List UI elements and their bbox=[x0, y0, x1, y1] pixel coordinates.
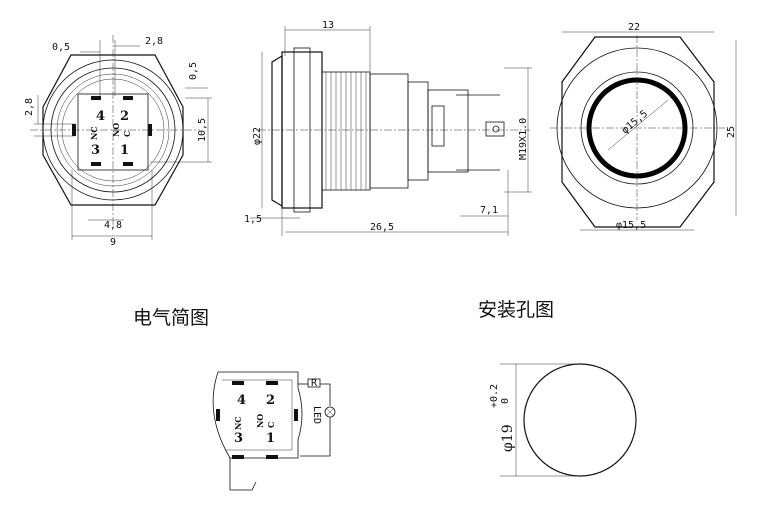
terminal-2-tab bbox=[123, 96, 133, 100]
hole-tol-plus: +0.2 bbox=[489, 384, 500, 408]
dim-2-8-left-text: 2,8 bbox=[24, 98, 35, 116]
dim-2-8-top-text: 2,8 bbox=[145, 36, 163, 47]
terminal-4-tab bbox=[91, 96, 101, 100]
side-flange bbox=[271, 54, 283, 208]
w-pin-1-label: 1 bbox=[266, 431, 275, 446]
side-rear-body bbox=[369, 73, 409, 189]
top-hex-outline bbox=[561, 36, 715, 228]
dim-4-8-text: 4,8 bbox=[104, 220, 122, 231]
dim-9-text: 9 bbox=[110, 237, 116, 248]
led-cross-2 bbox=[325, 407, 335, 417]
dim-13-text: 13 bbox=[322, 20, 334, 31]
w-nc-label: NC bbox=[233, 416, 243, 430]
terminal-3-tab bbox=[91, 162, 101, 166]
w-wire-ground bbox=[229, 458, 257, 491]
resistor-label: R bbox=[311, 378, 318, 389]
side-window bbox=[431, 105, 445, 147]
side-terminal-block bbox=[427, 89, 469, 173]
top-diameter-leader bbox=[607, 99, 669, 151]
led-right-tab bbox=[148, 124, 152, 136]
wiring-inner-outline bbox=[222, 379, 293, 451]
side-thread-lines bbox=[325, 72, 367, 190]
front-view: 4 2 3 1 NC NO C 0,5 2,8 0,5 2,8 10,5 4,8… bbox=[24, 35, 212, 248]
terminal-1-tab bbox=[123, 162, 133, 166]
w-pin-3-label: 3 bbox=[234, 431, 243, 446]
side-tab-hole bbox=[492, 125, 500, 133]
side-view: 13 φ22 M19X1.0 1,5 26,5 7,1 bbox=[244, 20, 532, 236]
dim-25-text: 25 bbox=[726, 126, 737, 138]
dim-0-5-right-text: 0,5 bbox=[188, 62, 199, 80]
dim-0-5-text: 0,5 bbox=[52, 42, 70, 53]
pin-2-label: 2 bbox=[120, 109, 129, 124]
w-pin-4-label: 4 bbox=[237, 393, 246, 408]
dim-15-5-text: φ15,5 bbox=[616, 220, 646, 231]
w-terminal-1 bbox=[266, 455, 278, 459]
hole-circle bbox=[523, 363, 637, 477]
dim-15-5-inner-text: φ15,5 bbox=[620, 109, 650, 137]
w-terminal-4 bbox=[232, 381, 244, 385]
pin-4-label: 4 bbox=[96, 109, 105, 124]
nc-label: NC bbox=[89, 126, 99, 140]
no-label: NO bbox=[111, 123, 121, 137]
dim-1-5-text: 1,5 bbox=[244, 214, 262, 225]
dim-10-5-text: 10,5 bbox=[197, 118, 208, 142]
hole-diameter-text: φ19 bbox=[500, 424, 516, 452]
wiring-diagram: 4 2 3 1 NC NO C R LED bbox=[212, 371, 336, 491]
dim-26-5-text: 26,5 bbox=[370, 222, 394, 233]
pin-3-label: 3 bbox=[91, 143, 100, 158]
dim-22-side-text: φ22 bbox=[252, 127, 263, 145]
top-view: 22 25 φ15,5 φ15,5 bbox=[550, 22, 737, 231]
side-terminal-tab bbox=[485, 121, 505, 137]
w-terminal-2 bbox=[266, 381, 278, 385]
led-left-tab bbox=[72, 124, 76, 136]
side-base bbox=[407, 81, 429, 181]
caption-simple-diagram: 电气简图 bbox=[133, 307, 209, 329]
wiring-body-outline bbox=[212, 371, 303, 459]
dim-22-top-text: 22 bbox=[628, 22, 640, 33]
w-wire-2 bbox=[320, 383, 331, 406]
mounting-hole: φ19 +0.2 0 bbox=[489, 363, 637, 477]
resistor-symbol bbox=[307, 378, 321, 388]
w-wire-3 bbox=[300, 417, 331, 457]
w-c-label: C bbox=[266, 422, 276, 428]
w-no-label: NO bbox=[255, 414, 265, 428]
led-label: LED bbox=[311, 406, 322, 424]
w-led-right bbox=[294, 409, 298, 421]
dim-thread-text: M19X1.0 bbox=[518, 118, 529, 160]
dim-7-1-text: 7,1 bbox=[480, 205, 498, 216]
caption-mounting-hole: 安装孔图 bbox=[478, 299, 554, 321]
w-pin-2-label: 2 bbox=[266, 393, 275, 408]
w-terminal-3 bbox=[232, 455, 244, 459]
hole-tol-zero: 0 bbox=[500, 398, 511, 404]
w-led-left bbox=[216, 409, 220, 421]
pin-1-label: 1 bbox=[120, 143, 129, 158]
c-label: C bbox=[122, 131, 132, 137]
